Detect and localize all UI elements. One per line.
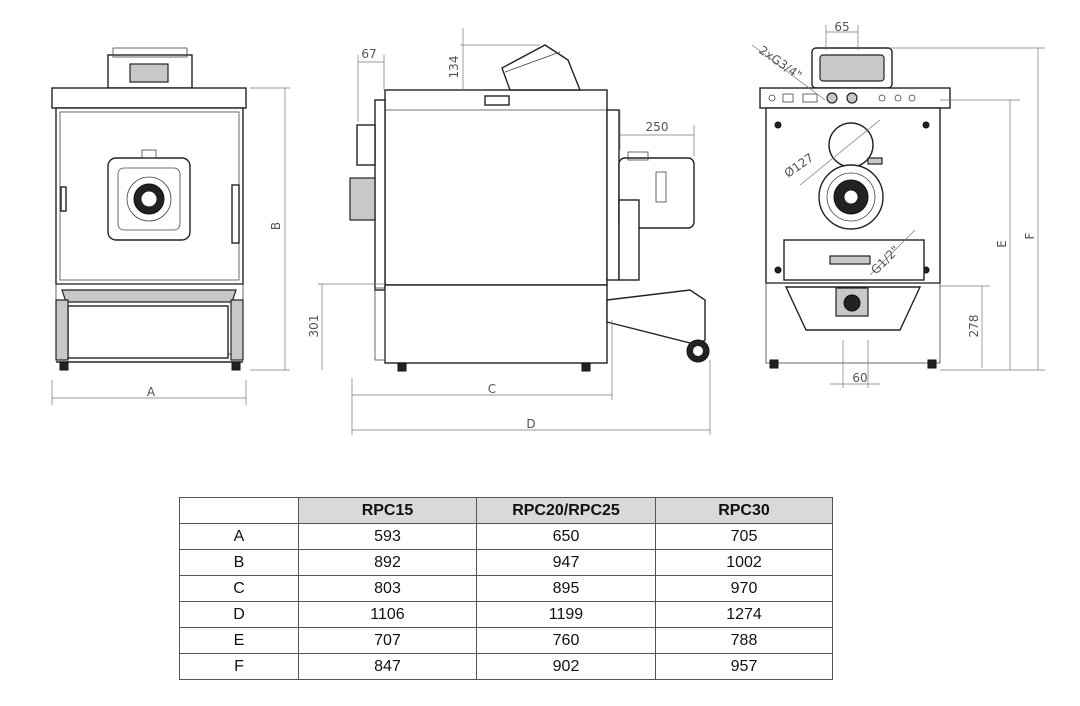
table-cell: 947 <box>476 549 656 576</box>
dim-label-e: E <box>995 240 1009 248</box>
ash-drawer-arm <box>606 289 706 346</box>
table-header-corner <box>179 497 299 524</box>
dim-label-c: C <box>488 382 496 396</box>
dim-label-b: B <box>269 222 283 230</box>
side-controller <box>501 44 582 91</box>
table-cell: 895 <box>476 575 656 602</box>
table-row: D 1106 1199 1274 <box>179 601 833 628</box>
technical-drawing: A B 67 <box>51 20 1045 435</box>
dimensions-table: RPC15 RPC20/RPC25 RPC30 A 593 650 705 B … <box>179 497 833 680</box>
side-grille <box>349 177 376 221</box>
display-screen <box>129 63 169 83</box>
table-cell: 1274 <box>655 601 833 628</box>
table-row: A 593 650 705 <box>179 523 833 550</box>
table-cell: 957 <box>655 653 833 680</box>
table-cell: 970 <box>655 575 833 602</box>
connection-top-label: 2xG3/4" <box>756 43 804 83</box>
dim-60: 60 <box>852 371 867 385</box>
table-row: B 892 947 1002 <box>179 549 833 576</box>
table-cell: 892 <box>298 549 477 576</box>
table-cell: 650 <box>476 523 656 550</box>
table-cell: 707 <box>298 627 477 654</box>
top-cover <box>51 87 247 109</box>
table-cell: 1199 <box>476 601 656 628</box>
dim-label-a: A <box>147 385 156 399</box>
table-cell: 760 <box>476 627 656 654</box>
table-cell: 1002 <box>655 549 833 576</box>
table-cell: 593 <box>298 523 477 550</box>
dim-250: 250 <box>646 120 669 134</box>
table-row: C 803 895 970 <box>179 575 833 602</box>
row-label: E <box>179 627 299 654</box>
dim-label-d: D <box>526 417 535 431</box>
dim-67: 67 <box>361 47 376 61</box>
side-view: 67 134 250 301 C D <box>307 28 711 435</box>
table-cell: 902 <box>476 653 656 680</box>
table-header-row: RPC15 RPC20/RPC25 RPC30 <box>179 497 833 524</box>
side-body <box>384 89 608 286</box>
dim-65: 65 <box>834 20 849 34</box>
dim-301: 301 <box>307 315 321 338</box>
row-label: B <box>179 549 299 576</box>
table-cell: 803 <box>298 575 477 602</box>
table-header-rpc20-rpc25: RPC20/RPC25 <box>476 497 656 524</box>
row-label: F <box>179 653 299 680</box>
door-handle <box>231 184 240 244</box>
table-cell: 847 <box>298 653 477 680</box>
table-header-rpc15: RPC15 <box>298 497 477 524</box>
table-row: E 707 760 788 <box>179 627 833 654</box>
dim-278: 278 <box>967 315 981 338</box>
table-cell: 705 <box>655 523 833 550</box>
row-label: D <box>179 601 299 628</box>
front-view: A B <box>51 47 290 405</box>
table-row: F 847 902 957 <box>179 653 833 680</box>
dim-134: 134 <box>447 56 461 79</box>
table-header-rpc30: RPC30 <box>655 497 833 524</box>
row-label: C <box>179 575 299 602</box>
rear-view: 65 2xG3/4" Ø127 G1/2" 278 60 E F <box>751 20 1045 388</box>
table-cell: 1106 <box>298 601 477 628</box>
dim-label-f: F <box>1023 232 1037 239</box>
table-cell: 788 <box>655 627 833 654</box>
row-label: A <box>179 523 299 550</box>
ash-tray <box>61 289 237 303</box>
flue-outlet <box>828 122 874 168</box>
